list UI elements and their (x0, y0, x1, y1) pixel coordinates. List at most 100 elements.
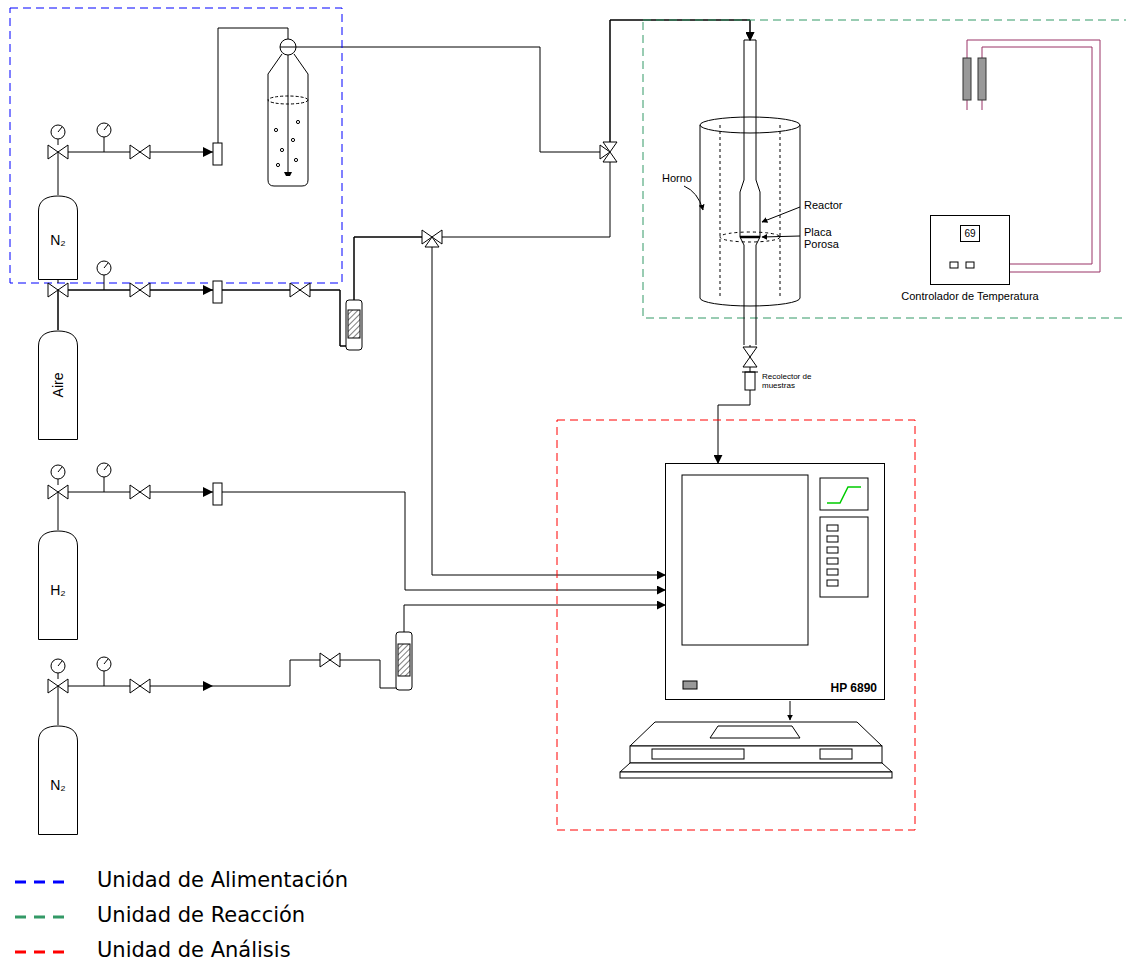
furnace: Horno (700, 40, 800, 345)
gauge-needle (58, 127, 62, 132)
valve-symbol (743, 347, 757, 357)
gauge-needle (104, 125, 108, 130)
gas-line (58, 605, 665, 725)
thermocouple-wire (967, 100, 968, 110)
pressure-gauge (97, 657, 111, 671)
controller-button (950, 262, 958, 268)
legend-text: Unidad de Alimentación (97, 868, 348, 892)
gc-key (827, 558, 838, 564)
gauge-stem (104, 477, 105, 492)
legend-line-sample (15, 916, 72, 919)
gauge-stem (58, 479, 59, 485)
cylinder-outline (39, 531, 78, 640)
gc-key (827, 525, 838, 531)
pressure-gauge (97, 123, 111, 137)
gc-key (827, 547, 838, 553)
gas-line (58, 492, 665, 590)
legend-line-sample (15, 881, 72, 884)
gas-label: N₂ (50, 232, 66, 248)
dryer-column (346, 300, 362, 350)
gc-key (827, 580, 838, 586)
computer-pad (710, 726, 800, 738)
gc-housing (666, 464, 885, 700)
node-shape (665, 463, 885, 700)
thermocouple (963, 58, 971, 100)
display-value: 69 (960, 225, 979, 242)
valve-symbol (320, 653, 340, 667)
legend-text: Unidad de Reacción (97, 903, 305, 927)
rotameter (213, 143, 222, 165)
leader-line (762, 236, 800, 237)
valve-symbol (48, 485, 68, 499)
thermocouple-wire (982, 100, 983, 110)
valve-symbol (130, 485, 150, 499)
gc-keypad (820, 517, 868, 597)
gas-cylinder: N₂ (38, 725, 78, 835)
gas-label: H₂ (50, 582, 66, 598)
furnace-top (700, 117, 800, 133)
pressure-gauge (51, 465, 65, 479)
gauge-needle (104, 465, 108, 470)
part-label: Recolector de muestras (762, 373, 824, 391)
legend-text: Unidad de Análisis (97, 938, 291, 962)
bubble (294, 158, 297, 161)
dip-tube (288, 55, 289, 172)
valve-symbol (743, 357, 757, 367)
gc-oven-door (682, 475, 808, 645)
flow-arrow (203, 487, 213, 497)
gauge-needle (104, 263, 108, 268)
furnace-wall (700, 125, 800, 298)
valve-symbol (48, 283, 68, 297)
gas-chromatograph: HP 6890 (665, 463, 885, 700)
gauge-stem (104, 137, 105, 152)
flow-arrow (203, 147, 213, 157)
valve-symbol (48, 145, 68, 159)
gc-signal (827, 487, 861, 503)
valve-symbol (425, 237, 439, 247)
saturator-valve (280, 39, 296, 55)
sample-collector (745, 372, 755, 390)
controller-button (966, 262, 974, 268)
furnace-inner (720, 125, 780, 298)
bubble (280, 148, 283, 151)
reactor-tube (740, 40, 760, 345)
device-label: Controlador de Temperatura (901, 290, 1038, 302)
dryer-packing (348, 310, 360, 338)
data-arrow (790, 701, 791, 720)
temperature-controller: 69Controlador de Temperatura (930, 215, 1010, 285)
computer-keypad (820, 749, 852, 759)
gas-label: N₂ (50, 777, 66, 793)
sample-collector-rim (742, 372, 758, 373)
computer-keys (652, 749, 744, 759)
cylinder-outline (39, 726, 78, 835)
valve-symbol (603, 152, 617, 162)
controller-box (931, 216, 1010, 285)
gas-line (58, 237, 665, 575)
cylinder-outline (39, 331, 78, 440)
gas-cylinder: H₂ (38, 530, 78, 640)
gauge-needle (58, 467, 62, 472)
saturator-valve-bar (280, 47, 296, 48)
gas-label: Aire (50, 373, 66, 398)
gc-indicator (683, 681, 697, 689)
gauge-stem (104, 671, 105, 686)
part-label: Placa Porosa (804, 226, 848, 250)
reaction-unit-region (643, 20, 1126, 318)
flow-arrow (203, 681, 213, 691)
pressure-gauge (51, 125, 65, 139)
gas-line (58, 20, 750, 346)
gc-key (827, 569, 838, 575)
rotameter (213, 281, 222, 303)
bubble (274, 128, 277, 131)
flow-arrow (203, 285, 213, 295)
gc-key (827, 536, 838, 542)
pressure-gauge (97, 463, 111, 477)
computer-base-front (620, 772, 892, 778)
computer-front (630, 746, 882, 763)
feed-unit-region (10, 8, 342, 283)
leader-line (762, 207, 800, 222)
model-label: HP 6890 (831, 681, 877, 695)
valve-symbol (130, 283, 150, 297)
